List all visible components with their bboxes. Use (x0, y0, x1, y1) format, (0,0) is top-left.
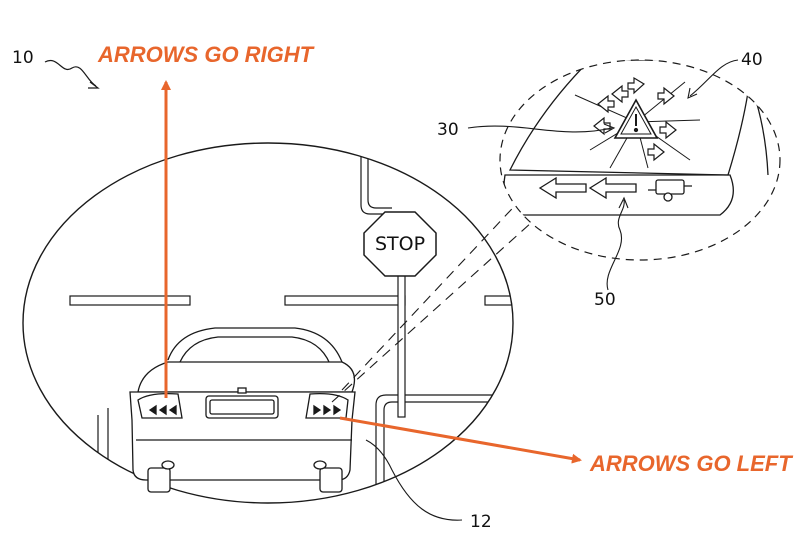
chevron-arrows (593, 76, 677, 162)
tail-lamp-left (137, 392, 183, 419)
leader-line-50 (606, 199, 625, 291)
detail-view (499, 59, 781, 261)
projection-line-upper (341, 195, 525, 391)
leader-line-12 (365, 439, 463, 521)
main-scene: STOP (22, 142, 514, 504)
vehicle-rear (129, 327, 356, 493)
stop-sign: STOP (363, 211, 437, 418)
exhaust-left (161, 460, 175, 470)
trunk-lid (137, 361, 356, 393)
leader-arrowhead-30 (603, 123, 616, 134)
stop-sign-octagon (363, 211, 437, 277)
leader-line-10 (44, 59, 97, 87)
trailer-icon (648, 179, 692, 202)
annotation-arrows-go-left: ARROWS GO LEFT (589, 451, 793, 476)
rear-window (179, 336, 331, 365)
license-plate-inner (209, 399, 275, 415)
projection-line-lower (331, 221, 533, 403)
leader-line-30 (467, 125, 613, 133)
tire-left (147, 467, 171, 493)
tail-lamp-arrows-right (313, 404, 342, 416)
tire-right (319, 467, 343, 493)
curb-right (375, 394, 513, 503)
ref-label-40: 40 (741, 50, 763, 70)
ref-label-30: 30 (437, 120, 459, 140)
signal-pole-inner (367, 150, 392, 209)
annotation-arrows-go-right: ARROWS GO RIGHT (97, 42, 315, 67)
exhaust-right (313, 460, 327, 470)
left-arrow-icon-2 (588, 176, 637, 200)
sign-post (397, 254, 406, 418)
lane-mark-left (69, 295, 191, 306)
leader-arrowhead-10 (88, 81, 100, 89)
signal-pole (360, 150, 392, 215)
ref-label-10: 10 (12, 48, 34, 68)
stop-sign-text: STOP (375, 233, 425, 255)
exclamation-dot (633, 127, 639, 133)
ref-label-50: 50 (594, 290, 616, 310)
lane-mark-right (484, 295, 513, 306)
left-arrow-icon-1 (538, 176, 587, 200)
trunk-emblem (237, 387, 247, 394)
leader-line-40 (689, 59, 739, 97)
ref-label-12: 12 (470, 512, 492, 532)
leader-arrowhead-40 (687, 87, 698, 99)
tail-lamp-arrows-left (148, 404, 177, 416)
arrow-left-pointer (339, 416, 582, 464)
tail-lamp-right (305, 392, 349, 419)
detail-view-outline (499, 59, 781, 261)
leader-arrowhead-50 (618, 196, 629, 209)
